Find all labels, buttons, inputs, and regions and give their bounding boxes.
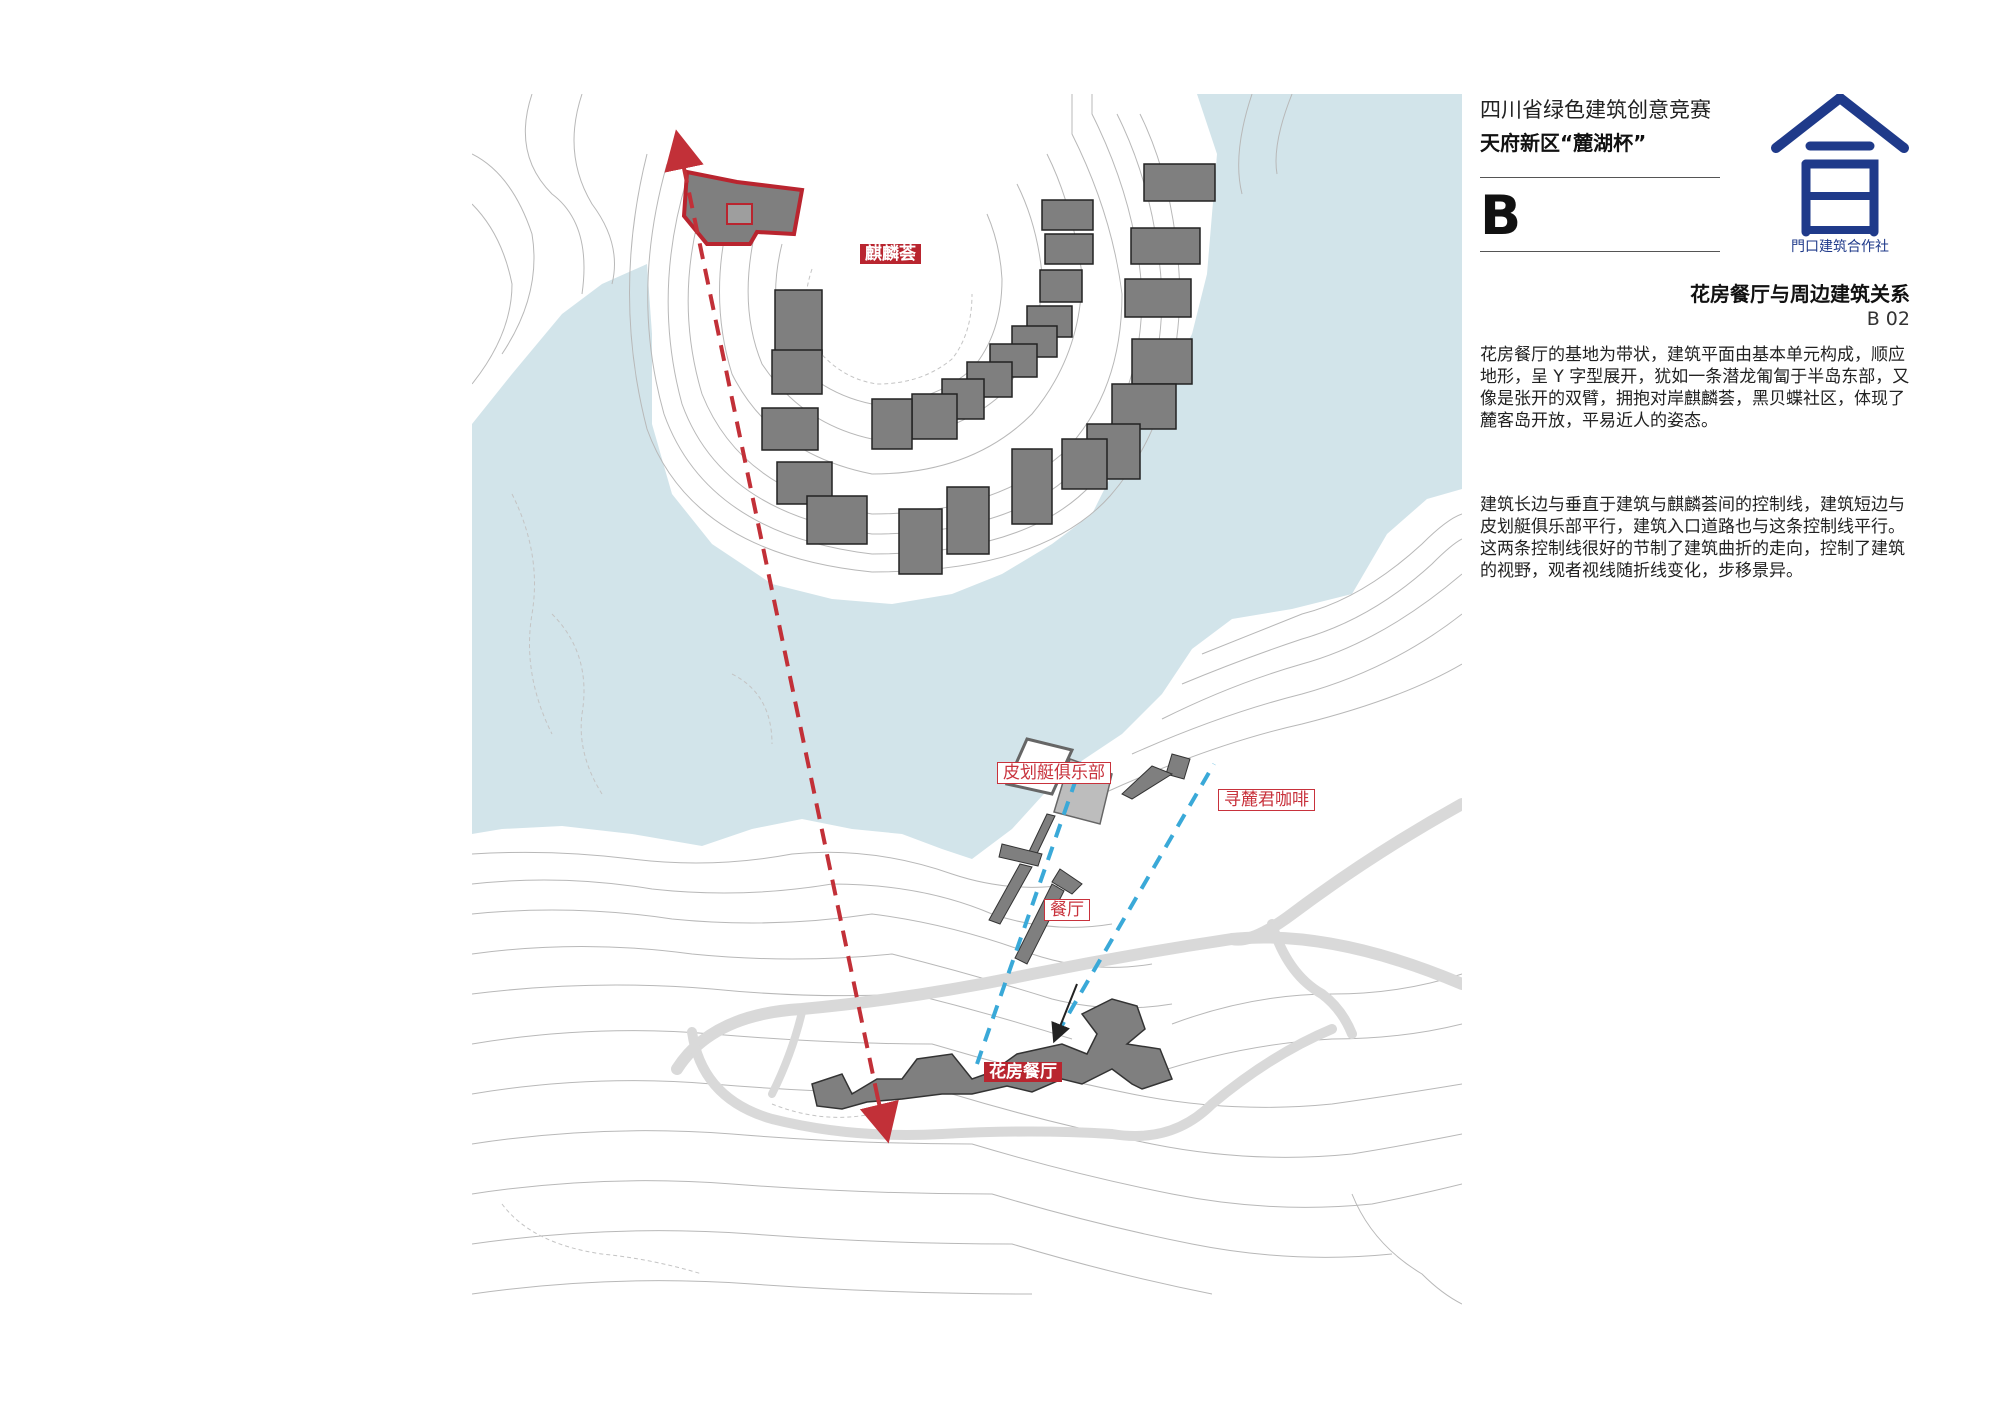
- info-panel: 四川省绿色建筑创意竞赛 天府新区“麓湖杯” B 門口建筑合作社 花房餐厅与周边建…: [1480, 94, 1920, 694]
- description-paragraph-1: 花房餐厅的基地为带状，建筑平面由基本单元构成，顺应地形，呈 Y 字型展开，犹如一…: [1480, 345, 1910, 431]
- logo-icon: [1771, 94, 1909, 237]
- divider-top: [1480, 177, 1720, 178]
- site-plan-map: 麒麟荟 皮划艇俱乐部 寻麓君咖啡 餐厅 花房餐厅: [472, 94, 1462, 1324]
- walkway: [988, 863, 1033, 925]
- huafang-restaurant: [811, 998, 1173, 1110]
- building: [1039, 269, 1083, 303]
- competition-cup: 天府新区“麓湖杯”: [1480, 131, 1647, 155]
- description-paragraph-2: 建筑长边与垂直于建筑与麒麟荟间的控制线，建筑短边与皮划艇俱乐部平行，建筑入口道路…: [1480, 495, 1905, 581]
- building: [911, 393, 958, 440]
- divider-bottom: [1480, 251, 1720, 252]
- building: [1124, 278, 1192, 318]
- red-control-line: [664, 129, 880, 1100]
- control-lines: [664, 129, 1216, 1144]
- site-plan-svg: [472, 94, 1462, 1324]
- small-building: [1051, 868, 1083, 895]
- page-code: B 02: [1866, 308, 1910, 330]
- label-canting: 餐厅: [1044, 899, 1090, 921]
- label-kayak-club: 皮划艇俱乐部: [997, 762, 1111, 784]
- building: [1011, 448, 1053, 525]
- building: [806, 495, 868, 545]
- blue-control-line-1: [975, 761, 1084, 1065]
- label-huafang-canting: 花房餐厅: [984, 1062, 1062, 1082]
- cafe-building: [1165, 753, 1191, 780]
- building: [1041, 199, 1094, 231]
- page-title: 花房餐厅与周边建筑关系: [1690, 282, 1910, 306]
- logo-caption: 門口建筑合作社: [1791, 239, 1889, 255]
- building: [1044, 233, 1094, 265]
- building: [1111, 383, 1177, 430]
- building: [1061, 438, 1108, 490]
- cafe-walkway: [1121, 765, 1174, 800]
- section-letter: B: [1480, 184, 1522, 247]
- lake-water: [472, 94, 1462, 859]
- residential-buildings: [761, 163, 1216, 575]
- building: [871, 398, 913, 450]
- entry-arrow: [1051, 983, 1078, 1044]
- building: [761, 407, 819, 451]
- building: [1131, 338, 1193, 385]
- building: [946, 486, 990, 555]
- label-xunlujun-cafe: 寻麓君咖啡: [1218, 789, 1315, 811]
- competition-name: 四川省绿色建筑创意竞赛: [1480, 98, 1711, 122]
- small-building: [998, 843, 1043, 867]
- building: [898, 508, 943, 575]
- building: [1130, 227, 1201, 265]
- building: [774, 289, 823, 355]
- building: [771, 349, 823, 395]
- building: [1143, 163, 1216, 202]
- roads: [671, 798, 1462, 1141]
- red-control-line-end: [859, 1098, 899, 1144]
- label-qilinhui: 麒麟荟: [860, 244, 921, 264]
- qilinhui-building: [681, 169, 805, 246]
- blue-control-line-2: [1055, 762, 1216, 1036]
